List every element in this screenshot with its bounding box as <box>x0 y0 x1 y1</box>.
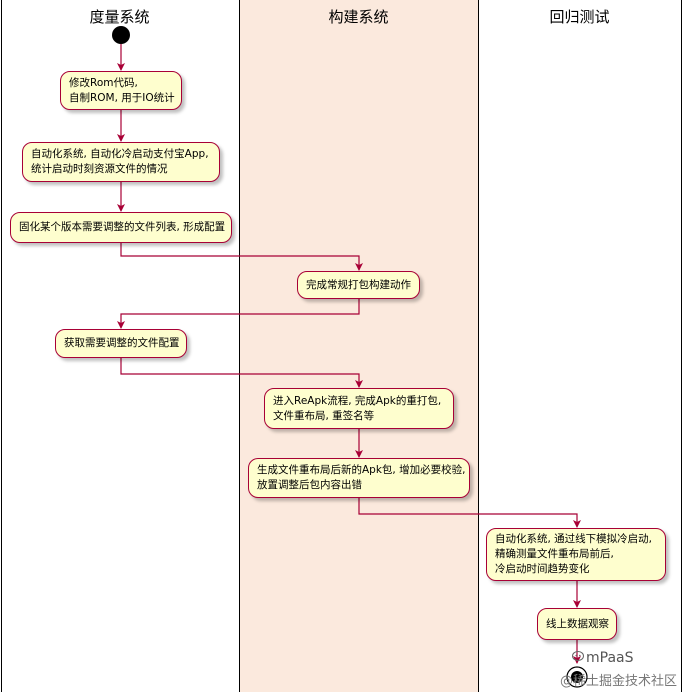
arrow-get-config-to-reapk <box>120 358 363 388</box>
lane-title-build: 构建系统 <box>328 8 389 26</box>
lane-title-regression: 回归测试 <box>549 8 610 26</box>
node-get-config: 获取需要调整的文件配置 <box>55 329 187 358</box>
wechat-icon <box>572 651 584 661</box>
node-online-observe-line1: 线上数据观察 <box>546 617 609 630</box>
node-gen-apk-line1: 生成文件重布局后新的Apk包, 增加必要校验, <box>257 464 466 476</box>
start-node <box>112 26 130 44</box>
lane-title-measure: 度量系统 <box>89 8 150 26</box>
node-auto-stat-line1: 自动化系统, 自动化冷启动支付宝App, <box>31 148 209 160</box>
node-reapk: 进入ReApk流程, 完成Apk的重打包, 文件重布局, 重签名等 <box>264 388 454 429</box>
node-modify-rom-line1: 修改Rom代码, <box>69 76 138 89</box>
lane-border-2 <box>478 0 479 692</box>
arrow-gen-apk-to-measure <box>358 498 581 528</box>
node-online-observe: 线上数据观察 <box>537 608 617 640</box>
node-auto-measure-line1: 自动化系统, 通过线下模拟冷启动, <box>495 533 653 545</box>
node-normal-build: 完成常规打包构建动作 <box>297 271 420 299</box>
arrow-build-to-get-config <box>117 299 360 329</box>
node-gen-apk-line2: 放置调整后包内容出错 <box>257 479 362 491</box>
node-auto-measure-line3: 冷启动时间趋势变化 <box>495 563 590 575</box>
node-auto-stat-line2: 统计启动时刻资源文件的情况 <box>31 163 168 175</box>
node-modify-rom: 修改Rom代码, 自制ROM, 用于IO统计 <box>60 71 182 110</box>
node-solidify: 固化某个版本需要调整的文件列表, 形成配置 <box>10 212 232 243</box>
node-normal-build-line1: 完成常规打包构建动作 <box>306 278 411 291</box>
watermark-brand: mPaaS <box>586 650 634 666</box>
node-auto-measure-line2: 精确测量文件重布局前后, <box>495 548 614 560</box>
node-get-config-line1: 获取需要调整的文件配置 <box>64 337 180 349</box>
lane-build <box>239 0 478 692</box>
node-auto-stat: 自动化系统, 自动化冷启动支付宝App, 统计启动时刻资源文件的情况 <box>22 142 220 182</box>
lane-border-right <box>681 0 682 692</box>
node-auto-measure: 自动化系统, 通过线下模拟冷启动, 精确测量文件重布局前后, 冷启动时间趋势变化 <box>486 528 666 581</box>
lane-border-1 <box>239 0 240 692</box>
node-solidify-line1: 固化某个版本需要调整的文件列表, 形成配置 <box>19 221 226 233</box>
node-modify-rom-line2: 自制ROM, 用于IO统计 <box>69 91 175 104</box>
lane-border-left <box>1 0 2 692</box>
node-gen-apk: 生成文件重布局后新的Apk包, 增加必要校验, 放置调整后包内容出错 <box>248 458 470 498</box>
node-reapk-line1: 进入ReApk流程, 完成Apk的重打包, <box>273 394 442 407</box>
end-node-inner <box>571 671 583 683</box>
node-reapk-line2: 文件重布局, 重签名等 <box>273 409 375 422</box>
watermark-community: @稀土掘金技术社区 <box>560 674 678 689</box>
arrow-solidify-to-build <box>120 243 363 271</box>
